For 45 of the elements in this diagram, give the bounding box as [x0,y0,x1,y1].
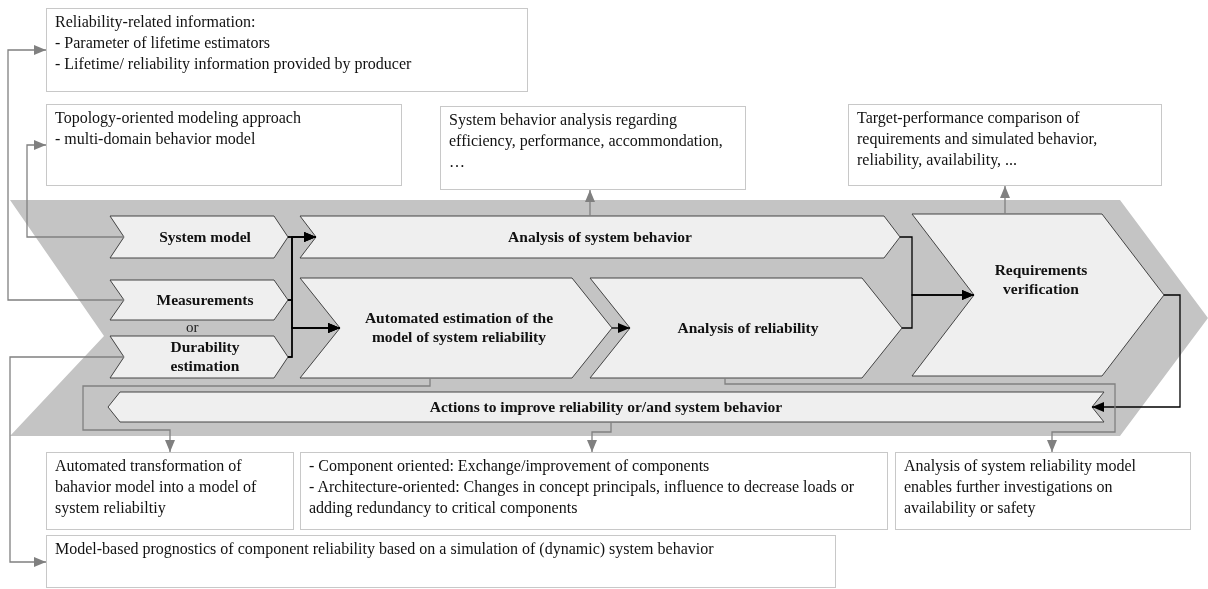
box-text: - Component oriented: Exchange/improvement of components [309,456,711,477]
connector-arrow [611,323,631,333]
chevron-shape [110,216,288,258]
text-box [848,104,1162,186]
connector-arrow [1091,294,1181,412]
box-text: Analysis of system reliability model enables further investigations on availability or safety [904,456,1137,519]
chevron-shape [912,214,1164,376]
text-box [895,452,1191,530]
step-label: System model [158,227,252,247]
chevron-shape [110,336,288,378]
or-label: or [186,320,199,335]
step-label: Actions to improve reliability or/and system behavior [428,397,784,417]
text-box [300,452,888,530]
connector-arrow [82,377,431,453]
box-text: Target-performance comparison of requirements and simulated behavior, reliability, availability, ... [857,108,1099,171]
box-text: System behavior analysis regarding efficiency, performance, accommondation, … [449,110,724,172]
connector-arrow [901,290,975,329]
text-box [46,8,528,92]
connector-arrow [287,323,341,358]
connector-arrow [585,189,595,217]
box-text: - Architecture-oriented: Changes in concept principals, influence to decrease loads or adding redundancy to critical components [309,476,856,519]
step-label: Analysis of system behavior [507,227,693,247]
chevron-shape [110,280,288,320]
text-box [46,452,294,530]
step-label: Analysis of reliability [676,318,820,338]
connector-arrow [587,421,612,453]
box-text: - Lifetime/ reliability information provided by producer [55,53,413,75]
box-text: Topology-oriented modeling approach [55,108,302,129]
text-box [46,104,402,186]
box-text: Model-based prognostics of component reliability based on a simulation of (dynamic) system behavior [55,539,715,560]
box-text: Reliability-related information: [55,12,257,33]
step-label: Durability estimation [169,338,241,376]
box-text: - multi-domain behavior model [55,128,257,149]
connector-arrow [1000,185,1010,215]
step-label: Requirements verification [993,261,1089,299]
chevron-shape [300,216,900,258]
box-text: - Parameter of lifetime estimators [55,32,272,53]
step-label: Automated estimation of the model of system reliability [363,309,555,347]
box-text: Automated transformation of bahavior model into a model of system reliabiltiy [55,456,258,519]
step-label: Measurements [155,290,255,310]
chevron-shape [300,278,612,378]
chevron-shape [590,278,902,378]
connector-arrow [724,377,1116,453]
text-box [46,535,836,588]
text-box [440,106,746,190]
